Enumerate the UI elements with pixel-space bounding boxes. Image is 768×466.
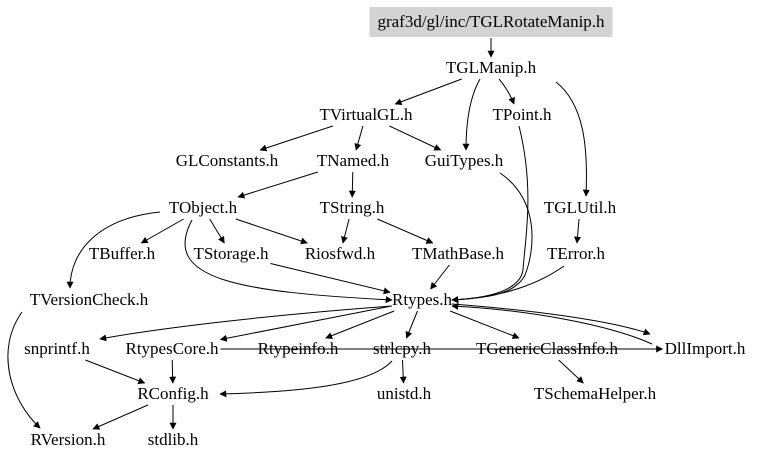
node-tbuffer[interactable]: TBuffer.h: [88, 244, 156, 263]
node-snprintf[interactable]: snprintf.h: [24, 339, 90, 358]
node-tobject[interactable]: TObject.h: [168, 198, 238, 217]
edge-tobject-to-tversioncheck: [66, 211, 161, 289]
node-tglutil[interactable]: TGLUtil.h: [543, 198, 617, 217]
edge-rconfig-to-rversion: [92, 404, 149, 430]
edge-tobject-to-riosfwd: [235, 218, 308, 245]
edge-tstring-to-riosfwd: [341, 218, 350, 244]
edge-tobject-to-rtypes: [184, 219, 393, 304]
node-tgenericclassinfo[interactable]: TGenericClassInfo.h: [475, 339, 619, 358]
edge-tpoint-to-rtypes: [451, 125, 529, 304]
node-tstring[interactable]: TString.h: [319, 198, 385, 217]
node-riosfwd[interactable]: Riosfwd.h: [304, 244, 376, 263]
node-dllimport[interactable]: DllImport.h: [664, 339, 746, 358]
node-unistd[interactable]: unistd.h: [376, 384, 432, 403]
edge-tglutil-to-terror: [574, 218, 582, 244]
edge-rtypes-to-dllimport: [451, 303, 651, 336]
edge-tversioncheck-to-rversion: [7, 311, 41, 429]
edge-tobject-to-tbuffer: [140, 218, 184, 244]
edge-tvirtualgl-to-tnamed: [354, 125, 364, 151]
node-tschemahelper[interactable]: TSchemaHelper.h: [533, 384, 657, 403]
node-rconfig[interactable]: RConfig.h: [137, 384, 209, 403]
node-stdlib[interactable]: stdlib.h: [147, 430, 199, 449]
edge-tgenericclassinfo-to-tschemahelper: [558, 359, 584, 384]
edge-tglmanip-to-tvirtualgl: [394, 78, 462, 106]
edge-tmathbase-to-rtypes: [430, 264, 450, 290]
node-glconstants[interactable]: GLConstants.h: [175, 151, 279, 170]
edge-tstring-to-tmathbase: [377, 218, 434, 244]
edge-rtypes-to-strlcpy: [405, 310, 418, 339]
node-root[interactable]: graf3d/gl/inc/TGLRotateManip.h: [369, 7, 613, 37]
node-strlcpy[interactable]: strlcpy.h: [373, 339, 431, 358]
edge-rtypes-to-rtypeinfo: [325, 310, 395, 339]
edge-tvirtualgl-to-guitypes: [389, 125, 442, 151]
node-rtypes[interactable]: Rtypes.h: [392, 290, 452, 309]
edge-snprintf-to-rconfig: [85, 359, 146, 384]
node-tstorage[interactable]: TStorage.h: [193, 244, 269, 263]
edge-tnamed-to-tobject: [237, 171, 319, 199]
edge-tglmanip-to-guitypes: [462, 78, 481, 151]
node-rversion[interactable]: RVersion.h: [30, 430, 106, 449]
edge-tglmanip-to-tpoint: [498, 78, 515, 105]
edge-strlcpy-to-rconfig: [219, 360, 393, 398]
node-rtypeinfo[interactable]: Rtypeinfo.h: [257, 339, 339, 358]
edge-tglmanip-to-tglutil: [555, 81, 590, 197]
edge-rtypescore-to-rconfig: [169, 359, 177, 384]
edge-tstorage-to-rtypes: [270, 263, 391, 295]
node-tmathbase[interactable]: TMathBase.h: [411, 244, 505, 263]
edge-rtypes-to-tgenericclassinfo: [449, 310, 520, 339]
edge-tnamed-to-tstring: [348, 171, 356, 198]
node-guitypes[interactable]: GuiTypes.h: [424, 151, 504, 170]
edge-terror-to-rtypes: [451, 265, 565, 304]
node-tvirtualgl[interactable]: TVirtualGL.h: [319, 105, 413, 124]
node-rtypescore[interactable]: RtypesCore.h: [125, 339, 219, 358]
edge-dllimport-to-rtypes: [451, 302, 653, 345]
edge-tvirtualgl-to-glconstants: [259, 125, 333, 152]
node-tversioncheck[interactable]: TVersionCheck.h: [29, 290, 149, 309]
edge-strlcpy-to-unistd: [399, 359, 407, 384]
node-tglmanip[interactable]: TGLManip.h: [445, 58, 537, 77]
node-tpoint[interactable]: TPoint.h: [492, 105, 552, 124]
edge-guitypes-to-rtypes: [451, 172, 533, 304]
edge-rtypes-to-rtypescore: [219, 305, 391, 342]
edge-tobject-to-tstorage: [209, 218, 225, 244]
edge-rtypes-to-snprintf: [99, 305, 393, 342]
node-terror[interactable]: TError.h: [546, 244, 606, 263]
node-tnamed[interactable]: TNamed.h: [316, 151, 390, 170]
